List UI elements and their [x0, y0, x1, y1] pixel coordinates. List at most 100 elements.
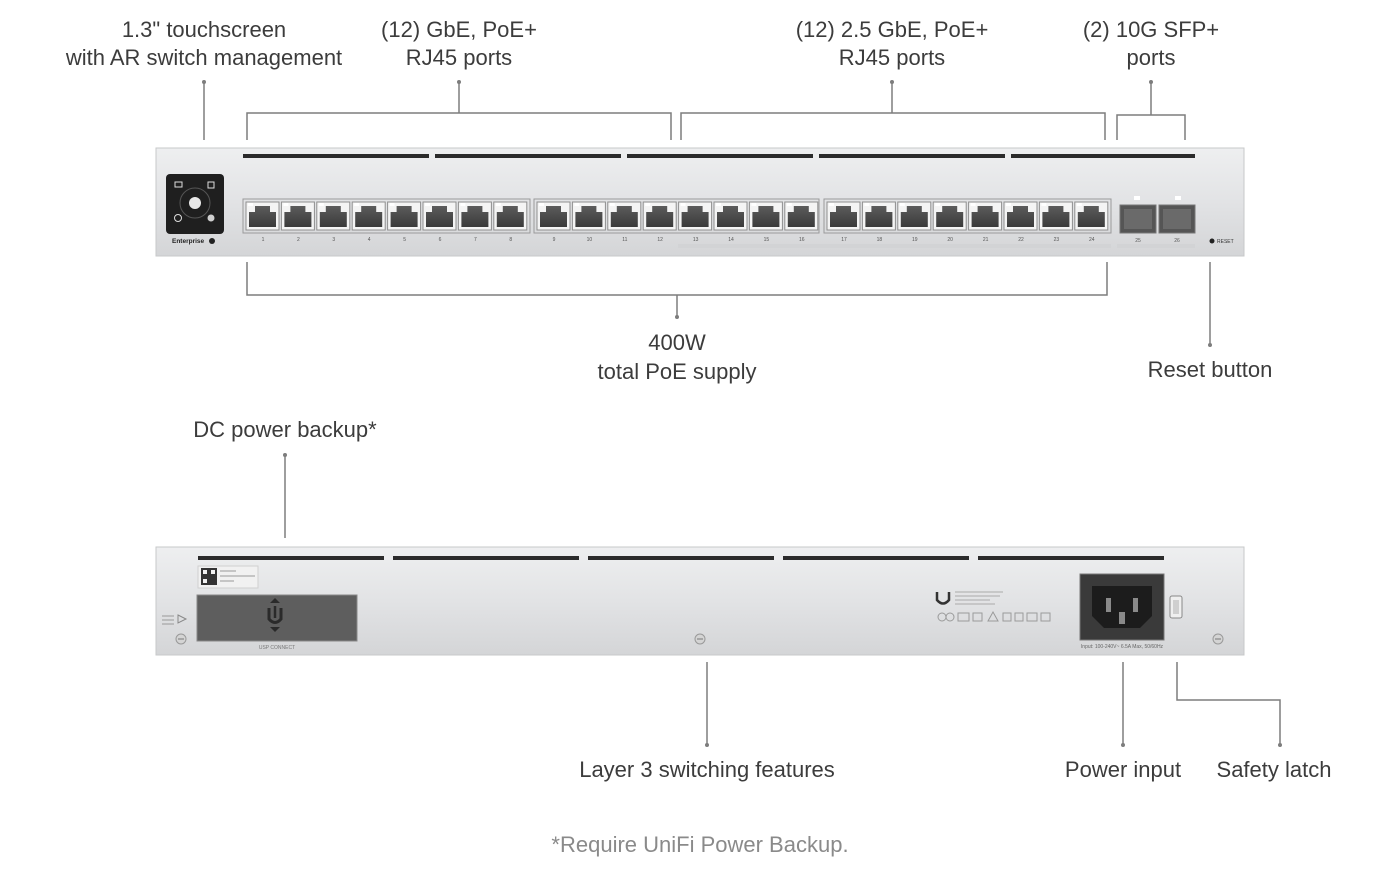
safety-latch[interactable] [1169, 595, 1183, 619]
regulatory-marks-icon [937, 610, 1051, 622]
sfp-ports-label-line2: ports [1126, 45, 1176, 70]
poe-supply-label-line2: total PoE supply [597, 359, 757, 384]
rj45-port-11[interactable]: 11 [607, 201, 642, 243]
sfp-port-label: 26 [1174, 238, 1180, 244]
rj45-port-23[interactable]: 23 [1038, 201, 1073, 243]
rj45-port-21[interactable]: 21 [968, 201, 1003, 243]
port-number-label: 14 [728, 237, 734, 243]
vent-slot [627, 154, 813, 158]
port-number-label: 7 [474, 237, 477, 243]
rj45-port-5[interactable]: 5 [387, 201, 422, 243]
rj45-port-13[interactable]: 13 [678, 201, 713, 243]
dc-arrow-icon [177, 614, 188, 624]
mgbe-indicator-bar [678, 244, 1111, 248]
rj45-port-17[interactable]: 17 [826, 201, 861, 243]
port-number-label: 12 [657, 237, 663, 243]
port-number-label: 22 [1018, 237, 1024, 243]
rj45-port-12[interactable]: 12 [642, 201, 677, 243]
port-number-label: 11 [622, 237, 627, 243]
rj45-port-19[interactable]: 19 [897, 201, 932, 243]
rj45-port-2[interactable]: 2 [280, 201, 315, 243]
vent-slot [1011, 154, 1195, 158]
rj45-port-3[interactable]: 3 [316, 201, 351, 243]
sfp-indicator-bar [1117, 244, 1195, 248]
port-number-label: 21 [983, 237, 989, 243]
vent-slot [978, 556, 1164, 560]
port-number-label: 19 [912, 237, 918, 243]
mgbe-ports-label-line2: RJ45 ports [838, 45, 946, 70]
usp-connect-text: USP CONNECT [259, 645, 295, 651]
port-number-label: 5 [403, 237, 406, 243]
rj45-port-8[interactable]: 8 [493, 201, 528, 243]
touchscreen-label-line2: with AR switch management [65, 45, 343, 70]
ubiquiti-logo-icon [935, 592, 951, 605]
rj45-port-20[interactable]: 20 [932, 201, 967, 243]
sfp-port-26[interactable]: 26 [1158, 196, 1196, 244]
reset-small-text: RESET [1217, 239, 1234, 245]
port-number-label: 4 [368, 237, 371, 243]
rj45-port-24[interactable]: 24 [1074, 201, 1109, 243]
brand-text: Enterprise [172, 238, 205, 245]
safety-latch-label: Safety latch [1216, 757, 1332, 782]
touchscreen-label-line1: 1.3" touchscreen [121, 17, 287, 42]
rj45-port-15[interactable]: 15 [748, 201, 783, 243]
reset-button-label: Reset button [1147, 357, 1273, 382]
gbe-ports-label-line1: (12) GbE, PoE+ [381, 17, 537, 42]
touchscreen-display[interactable] [166, 174, 224, 234]
input-rating-text: Input: 100-240V~ 6.5A Max, 50/60Hz [1081, 644, 1164, 650]
port-number-label: 8 [509, 237, 512, 243]
port-number-label: 2 [297, 237, 300, 243]
port-number-label: 6 [439, 237, 442, 243]
rj45-port-4[interactable]: 4 [351, 201, 386, 243]
rj45-port-22[interactable]: 22 [1003, 201, 1038, 243]
front-callouts [202, 80, 1212, 347]
rj45-port-18[interactable]: 18 [861, 201, 896, 243]
port-number-label: 16 [799, 237, 805, 243]
power-inlet[interactable] [1079, 573, 1165, 641]
port-number-label: 20 [947, 237, 953, 243]
vent-slot [819, 154, 1005, 158]
port-number-label: 1 [262, 237, 265, 243]
rj45-port-7[interactable]: 7 [457, 201, 492, 243]
port-number-label: 15 [764, 237, 770, 243]
vent-slot [435, 154, 621, 158]
rear-panel: USP CONNECT [155, 546, 1245, 656]
port-number-label: 13 [693, 237, 699, 243]
rj45-port-6[interactable]: 6 [422, 201, 457, 243]
poe-supply-label: 400W total PoE supply [577, 328, 777, 386]
power-input-label: Power input [1064, 757, 1182, 782]
port-number-label: 3 [332, 237, 335, 243]
sfp-ports-label: (2) 10G SFP+ ports [1066, 16, 1236, 72]
port-number-label: 9 [553, 237, 556, 243]
sfp-port-label: 25 [1135, 238, 1141, 244]
footnote: *Require UniFi Power Backup. [551, 832, 849, 857]
gbe-ports-label-line2: RJ45 ports [405, 45, 513, 70]
port-number-label: 17 [841, 237, 847, 243]
screw-icon [175, 633, 187, 645]
rj45-port-14[interactable]: 14 [713, 201, 748, 243]
rj45-port-1[interactable]: 1 [245, 201, 280, 243]
mgbe-ports-label-line1: (12) 2.5 GbE, PoE+ [795, 17, 989, 42]
sfp-ports-label-line1: (2) 10G SFP+ [1082, 17, 1220, 42]
vent-slot [393, 556, 579, 560]
layer3-label: Layer 3 switching features [579, 757, 835, 782]
vent-slot [198, 556, 384, 560]
dc-backup-label: DC power backup* [193, 417, 377, 442]
rj45-port-9[interactable]: 9 [536, 201, 571, 243]
sfp-port-25[interactable]: 25 [1119, 196, 1157, 244]
gbe-ports-label: (12) GbE, PoE+ RJ45 ports [359, 16, 559, 72]
vent-slot [588, 556, 774, 560]
mgbe-ports-label: (12) 2.5 GbE, PoE+ RJ45 ports [772, 16, 1012, 72]
vent-slot [243, 154, 429, 158]
reset-pinhole[interactable] [1209, 238, 1215, 244]
dc-backup-port[interactable] [196, 594, 358, 642]
rj45-port-10[interactable]: 10 [571, 201, 606, 243]
port-number-label: 18 [877, 237, 883, 243]
port-number-label: 23 [1054, 237, 1060, 243]
screw-icon [1212, 633, 1224, 645]
touchscreen-label: 1.3" touchscreen with AR switch manageme… [54, 16, 354, 72]
rj45-port-16[interactable]: 16 [784, 201, 819, 243]
screw-icon [694, 633, 706, 645]
